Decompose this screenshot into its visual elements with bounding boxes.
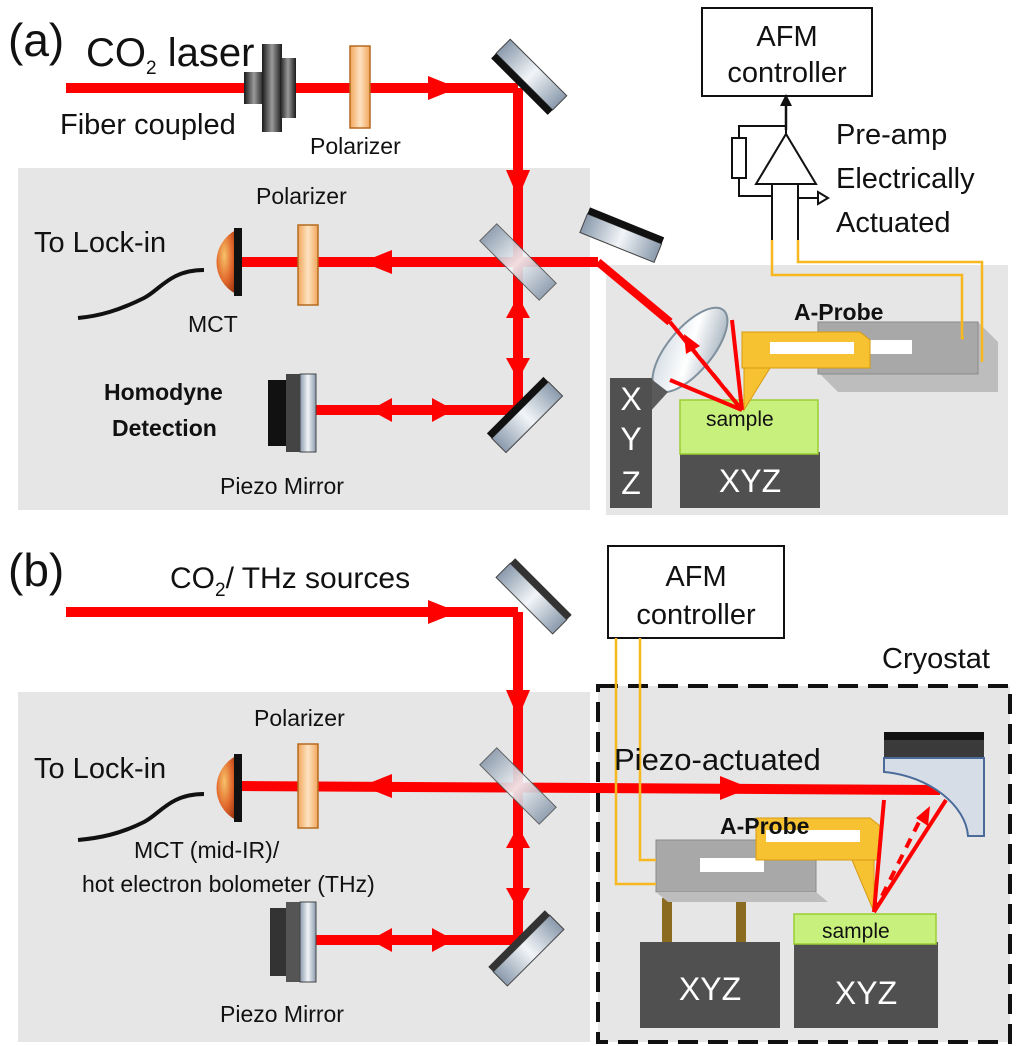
afm-controller-box-b xyxy=(607,545,785,639)
mirror-bottom-a xyxy=(486,376,564,454)
panel-b: (b) CO2/ THz sources AFM controller Cryo… xyxy=(8,544,1012,1044)
fiber-label-a: Fiber coupled xyxy=(60,109,236,141)
mct-detector-b xyxy=(216,756,236,820)
xyz-left-label-b: XYZ xyxy=(679,971,741,1007)
mirror-sample-a xyxy=(579,207,665,264)
xyz-v-y-a: Y xyxy=(620,421,641,457)
detector-label-a: MCT xyxy=(188,311,238,337)
afm-label-1-b: AFM xyxy=(665,561,726,593)
mct-detector-a xyxy=(216,230,236,294)
panel-a: (a) CO2 laser Fiber coupled Polarizer Po… xyxy=(8,7,1008,515)
tip-illumination-b xyxy=(872,798,948,914)
wire-2-a xyxy=(796,240,984,362)
panel-label-a: (a) xyxy=(8,14,64,66)
tip-illumination-a xyxy=(668,319,744,412)
fiber-coupler xyxy=(244,44,296,132)
detector-cable-a xyxy=(77,268,205,320)
panel-label-b: (b) xyxy=(8,544,64,596)
actuated-label-a: Actuated xyxy=(836,207,950,239)
homodyne-label-1-a: Homodyne xyxy=(104,379,223,405)
polarizer-det-a xyxy=(297,224,319,306)
preamp-label-a: Pre-amp xyxy=(836,119,947,151)
afm-controller-box-a xyxy=(701,7,873,97)
piezo-mirror-label-b: Piezo Mirror xyxy=(220,1001,344,1027)
sample-b xyxy=(793,913,937,945)
wire-1-a xyxy=(770,240,964,340)
mirror-top-b xyxy=(495,558,572,635)
beamsplitter-a xyxy=(479,223,557,301)
xyz-label-a: XYZ xyxy=(719,463,781,499)
homodyne-label-2-a: Detection xyxy=(112,415,217,441)
preamp-a xyxy=(731,125,830,240)
mirror-bottom-b xyxy=(488,910,565,987)
polarizer-b xyxy=(297,743,319,829)
xyz-v-x-a: X xyxy=(620,381,641,417)
detection-box-a xyxy=(18,168,590,510)
xyz-v-z-a: Z xyxy=(621,465,641,501)
aprobe-label-a: A-Probe xyxy=(794,299,883,325)
xyz-right-b xyxy=(794,942,938,1028)
polarizer-top-label-a: Polarizer xyxy=(310,133,401,159)
polarizer-top-a xyxy=(349,45,371,129)
detector-label-1-b: MCT (mid-IR)/ xyxy=(134,837,280,863)
xyz-left-b xyxy=(640,942,780,1028)
electrically-label-a: Electrically xyxy=(836,163,975,195)
source-label-b: CO2/ THz sources xyxy=(170,562,410,601)
a-probe-b xyxy=(655,817,881,913)
beamsplitter-b xyxy=(479,747,557,825)
post-1-b xyxy=(662,898,672,942)
cryostat-label: Cryostat xyxy=(882,643,990,675)
source-label-a: CO2 laser xyxy=(86,31,254,79)
sample-a xyxy=(679,399,819,455)
xyz-right-label-b: XYZ xyxy=(835,975,897,1011)
xyz-stage-a xyxy=(680,452,820,508)
afm-label-2-b: controller xyxy=(636,599,756,631)
piezo-actuated-label: Piezo-actuated xyxy=(614,742,821,777)
beam-arrows-a xyxy=(362,76,530,422)
piezo-mirror-label-a: Piezo Mirror xyxy=(220,473,344,499)
polarizer-label-b: Polarizer xyxy=(254,705,345,731)
piezo-mirror-b xyxy=(270,901,317,983)
mirror-top-a xyxy=(491,38,568,115)
detector-label-2-b: hot electron bolometer (THz) xyxy=(82,871,375,897)
lockin-label-a: To Lock-in xyxy=(34,227,166,259)
a-probe-a xyxy=(741,321,998,412)
lockin-label-b: To Lock-in xyxy=(34,753,166,785)
parabolic-mirror-b xyxy=(883,732,985,837)
piezo-mirror-a xyxy=(268,373,317,453)
xyz-vertical-a xyxy=(610,378,652,508)
wire-1-b xyxy=(614,638,656,886)
polarizer-det-label-a: Polarizer xyxy=(256,183,347,209)
beam-arrows-b xyxy=(362,600,750,952)
sample-label-b: sample xyxy=(822,920,890,943)
detector-cable-b xyxy=(77,792,205,842)
sample-label-a: sample xyxy=(706,408,774,431)
afm-label-2-a: controller xyxy=(727,57,847,89)
afm-label-1-a: AFM xyxy=(756,21,817,53)
aprobe-label-b: A-Probe xyxy=(720,813,809,839)
wire-2-b xyxy=(638,638,656,862)
post-2-b xyxy=(736,898,746,942)
